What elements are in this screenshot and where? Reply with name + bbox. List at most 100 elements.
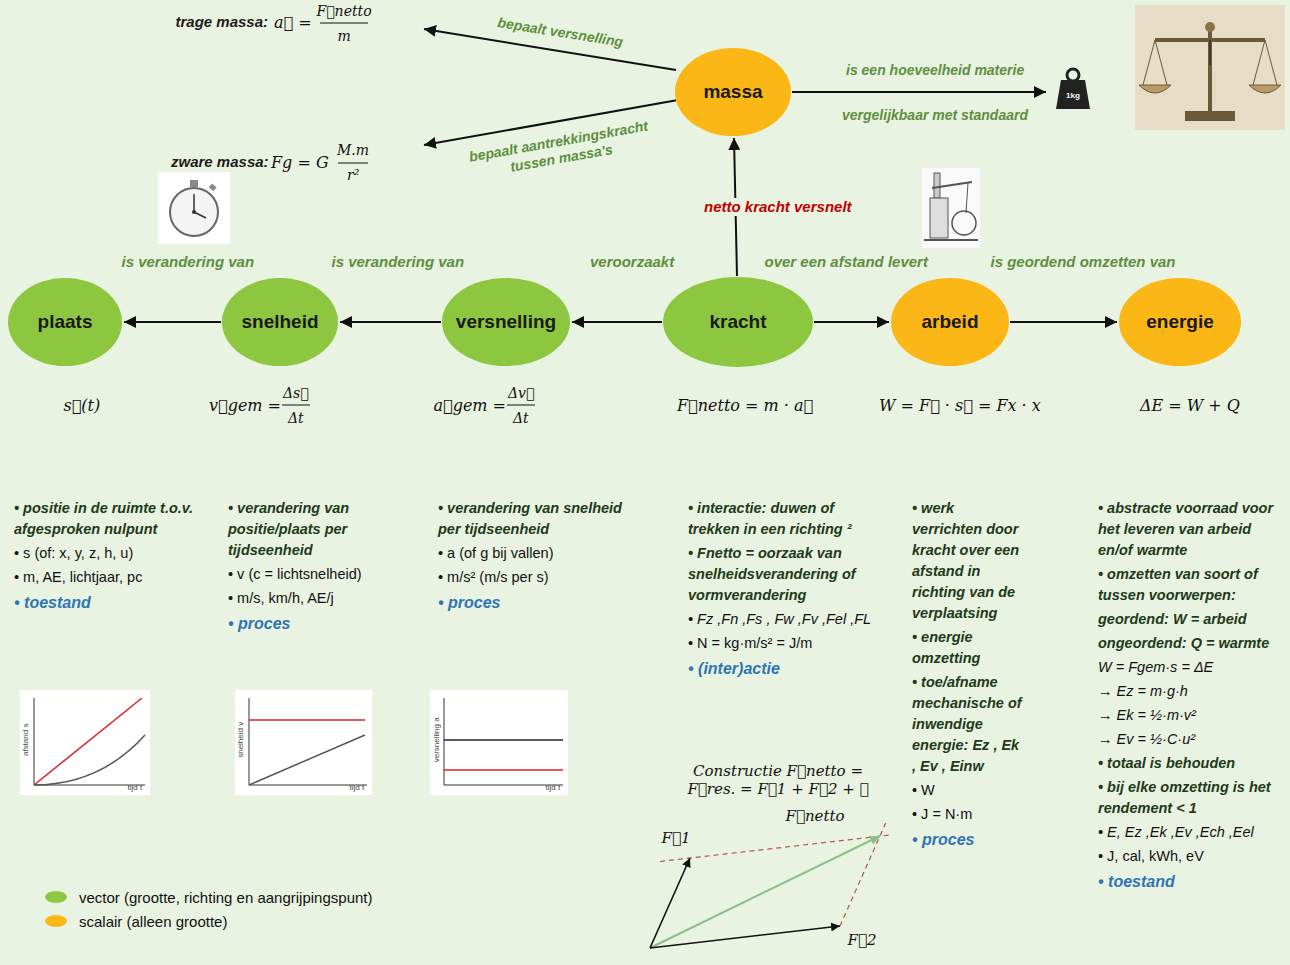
formula: s⃗(t) (64, 396, 101, 415)
steam-engine-picture (934, 173, 940, 198)
balance-picture (1139, 85, 1171, 93)
property-note: • E, Ez ,Ek ,Ev ,Ech ,Eel (1098, 822, 1284, 843)
weight-icon (1067, 69, 1079, 81)
legend-entry: vector (grootte, richting en aangrijping… (45, 889, 373, 906)
acceleration-graph (430, 690, 568, 795)
ellipse-fill (1119, 278, 1241, 366)
legend-text: scalair (alleen grootte) (79, 913, 227, 930)
relation-arrow (814, 321, 889, 323)
category-tag: • proces (228, 612, 428, 635)
formula-part: M.m (337, 142, 369, 159)
property-note: • abstracte voorraad voor het leveren va… (1098, 498, 1284, 561)
formula-part: Δt (288, 410, 304, 427)
stopwatch-picture (158, 172, 230, 244)
vector-label: F⃗1 (662, 829, 691, 847)
legend-text: vector (grootte, richting en aangrijping… (79, 889, 373, 906)
vector-label: F⃗netto (786, 807, 845, 825)
relation-label: netto kracht versnelt (702, 198, 854, 216)
property-note: • positie in de ruimte t.o.v. afgesproke… (14, 498, 210, 540)
formula-heading: zware massa: (171, 153, 269, 171)
stopwatch-picture (158, 172, 230, 244)
balance-picture (1249, 85, 1281, 93)
property-note: • W (912, 780, 1022, 801)
fraction-bars (282, 405, 310, 406)
steam-engine-picture (922, 168, 980, 248)
ellipse-fill (8, 278, 122, 366)
weight-marking: 1kg (1066, 91, 1080, 101)
legend-swatch (45, 915, 67, 927)
stopwatch-picture (170, 188, 218, 236)
relation-label: over een afstand levert (763, 253, 930, 271)
relation-label: is verandering van (120, 253, 257, 271)
balance-picture (1205, 22, 1215, 32)
property-note: • verandering van snelheid per tijdseenh… (438, 498, 638, 540)
category-tag: • proces (912, 828, 1022, 851)
text-column: • abstracte voorraad voor het leveren va… (1098, 498, 1284, 896)
formula: F⃗netto = m · a⃗ (677, 396, 813, 415)
property-note: • m, AE, lichtjaar, pc (14, 567, 210, 588)
balance-picture (1209, 40, 1211, 65)
speed-graph (249, 719, 365, 721)
stopwatch-picture (192, 210, 196, 214)
legend-swatch (45, 891, 67, 903)
property-note: • s (of: x, y, z, h, u) (14, 543, 210, 564)
relation-arrow (124, 321, 221, 323)
distance-graph (34, 735, 145, 785)
balance-picture (1135, 5, 1285, 130)
text-column: • positie in de ruimte t.o.v. afgesproke… (14, 498, 210, 617)
property-note: • verandering van positie/plaats per tij… (228, 498, 428, 561)
property-note: → Ez = m·g·h (1098, 681, 1284, 702)
axis-label: snelheid v (236, 722, 246, 758)
property-note: • J = N·m (912, 804, 1022, 825)
relation-label: bepaalt aantrekkingskracht tussen massa'… (459, 116, 662, 184)
formula-part: m (338, 28, 351, 45)
property-note: • interactie: duwen of trekken in een ri… (688, 498, 888, 540)
relation-label: vergelijkbaar met standaard (842, 107, 1028, 124)
property-note: • N = kg·m/s² = J/m (688, 633, 888, 654)
acceleration-graph (444, 698, 563, 785)
relation-label: is geordend omzetten van (989, 253, 1178, 271)
category-tag: • (inter)actie (688, 657, 888, 680)
weight-icon (1056, 80, 1090, 109)
concept-ellipse: energie (1119, 278, 1241, 366)
relation-label: is verandering van (330, 253, 467, 271)
distance-graph (20, 690, 150, 795)
concept-name: versnelling (456, 311, 556, 333)
massa-arrows (424, 29, 1046, 145)
concept-name: snelheid (241, 311, 318, 333)
vector-label: F⃗2 (848, 931, 877, 949)
property-note: • totaal is behouden (1098, 753, 1284, 774)
legend-entry: scalair (alleen grootte) (45, 913, 227, 930)
formula-part: F⃗netto (317, 3, 372, 20)
weight-icon (1056, 69, 1090, 109)
property-note: W = Fgem·s = ΔE (1098, 657, 1284, 678)
formula-part: Δs⃗ (283, 385, 309, 402)
speed-graph (249, 698, 367, 785)
formula: ΔE = W + Q (1140, 396, 1240, 415)
concept-name: energie (1146, 311, 1214, 333)
property-note: • Fz ,Fn ,Fs , Fw ,Fv ,Fel ,FL (688, 609, 888, 630)
concept-ellipse: arbeid (891, 278, 1009, 366)
fraction-bars (320, 23, 368, 24)
axis-label: tijd t (546, 783, 561, 793)
massa-arrows (792, 91, 1046, 93)
formula-heading: trage massa: (176, 13, 269, 31)
property-note: geordend: W = arbeid (1098, 609, 1284, 630)
stopwatch-picture (209, 184, 217, 192)
steam-engine-picture (966, 183, 968, 213)
ellipse-fill (891, 278, 1009, 366)
distance-graph (34, 698, 142, 785)
relation-label: is een hoeveelheid materie (846, 62, 1024, 79)
fraction-bars (338, 163, 368, 164)
relation-arrow (340, 321, 441, 323)
text-column: • interactie: duwen of trekken in een ri… (688, 498, 888, 683)
text-column: • verandering van snelheid per tijdseenh… (438, 498, 638, 617)
ellipse-fill (442, 278, 570, 366)
formula: W = F⃗ · s⃗ = Fx · x (879, 396, 1041, 415)
formula: v⃗gem = (209, 396, 281, 415)
acceleration-graph (444, 769, 563, 771)
steam-engine-picture (932, 182, 972, 188)
property-note: • m/s, km/h, AE/j (228, 588, 428, 609)
stopwatch-picture (194, 212, 206, 218)
formula: a⃗ = (274, 13, 312, 32)
